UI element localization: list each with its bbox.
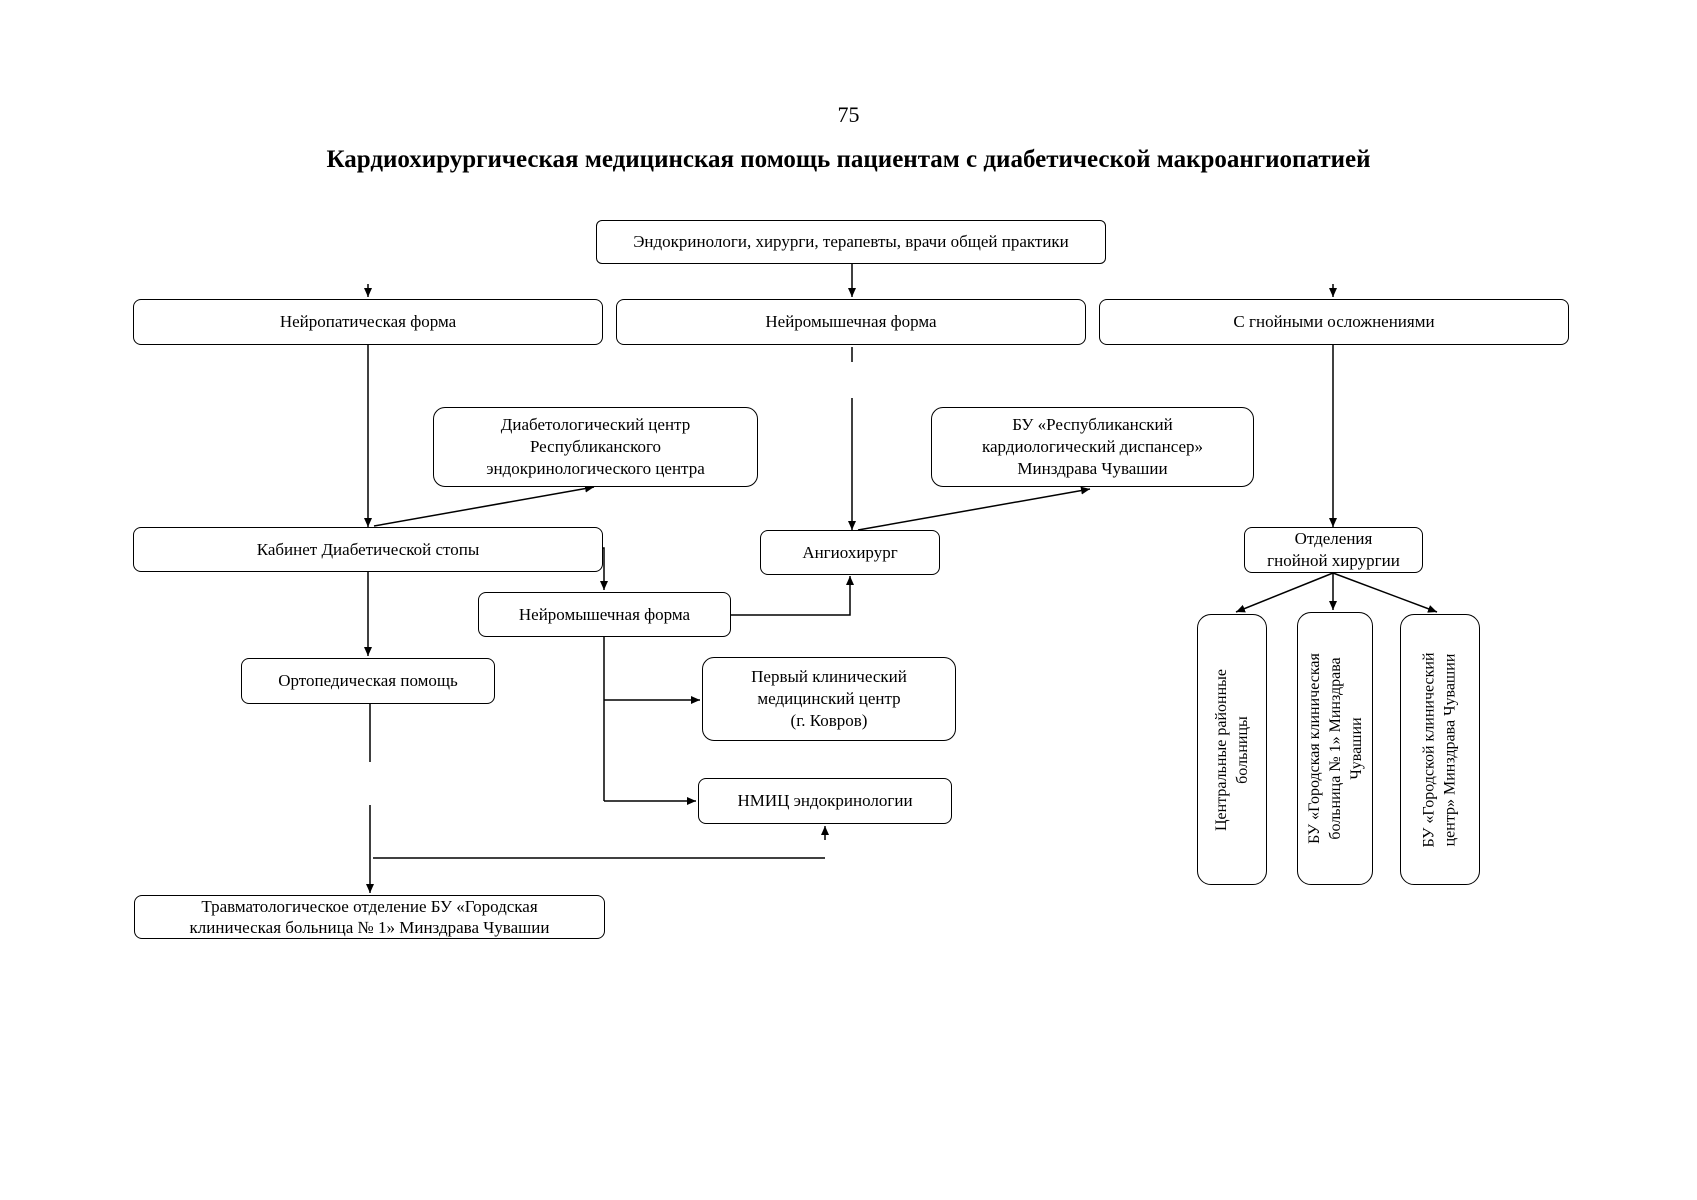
node-neuropathic: Нейропатическая форма	[133, 299, 603, 345]
node-top-specialists: Эндокринологи, хирурги, терапевты, врачи…	[596, 220, 1106, 264]
line: эндокринологического центра	[486, 459, 705, 478]
page-title: Кардиохирургическая медицинская помощь п…	[326, 146, 1371, 173]
arrow-foot-to-diabetology	[373, 484, 595, 527]
line: больница № 1» Минздрава	[1326, 657, 1344, 840]
node-neuromuscular-mid: Нейромышечная форма	[478, 592, 731, 637]
node-top-specialists-label: Эндокринологи, хирурги, терапевты, врачи…	[633, 232, 1069, 251]
arrow-surgery-to-district	[1235, 572, 1334, 613]
line: Травматологическое отделение БУ «Городск…	[201, 897, 538, 916]
node-neuromuscular-top: Нейромышечная форма	[616, 299, 1086, 345]
arrow-angio-to-cardio	[857, 486, 1091, 531]
node-orthopedic-label: Ортопедическая помощь	[278, 671, 458, 690]
node-neuropathic-label: Нейропатическая форма	[279, 312, 457, 331]
line: Первый клинический	[751, 667, 907, 686]
line: медицинский центр	[757, 689, 901, 708]
node-angiosurgeon: Ангиохирург	[760, 530, 940, 575]
node-diabetic-foot: Кабинет Диабетической стопы	[133, 527, 603, 572]
arrow-neuromuscular-to-angio-mid	[731, 576, 854, 616]
page-number: 75	[837, 102, 860, 127]
line: гнойной хирургии	[1267, 551, 1400, 570]
node-nmic: НМИЦ эндокринологии	[698, 778, 952, 824]
node-nmic-label: НМИЦ эндокринологии	[737, 791, 913, 810]
line: БУ «Городской клинический	[1421, 651, 1438, 848]
line: БУ «Республиканский	[1012, 415, 1173, 434]
line: центр» Минздрава Чувашии	[1442, 653, 1459, 846]
arrow-surgery-to-center	[1332, 572, 1438, 613]
node-cardio-dispensary: БУ «Республиканский кардиологический дис…	[931, 407, 1254, 487]
line: БУ «Городская клиническая	[1305, 653, 1323, 844]
line: (г. Ковров)	[790, 711, 868, 730]
node-district-hospitals: Центральные районные больницы	[1197, 614, 1267, 885]
line: Республиканского	[529, 437, 662, 456]
line: Минздрава Чувашии	[1017, 459, 1168, 478]
line: Отделения	[1294, 529, 1373, 548]
node-city-clinical-center: БУ «Городской клинический центр» Минздра…	[1400, 614, 1480, 885]
node-angiosurgeon-label: Ангиохирург	[802, 542, 898, 562]
node-diabetology-center: Диабетологический центр Республиканского…	[433, 407, 758, 487]
line: Центральные районные	[1213, 668, 1231, 831]
node-orthopedic: Ортопедическая помощь	[241, 658, 495, 704]
node-purulent-label: С гнойными осложнениями	[1233, 312, 1435, 331]
node-city-hospital-1: БУ «Городская клиническая больница № 1» …	[1297, 612, 1373, 885]
line: больницы	[1234, 715, 1252, 784]
line: Чувашии	[1347, 717, 1365, 780]
node-neuromuscular-mid-label: Нейромышечная форма	[518, 604, 691, 624]
line: Диабетологический центр	[500, 415, 691, 434]
node-neuromuscular-top-label: Нейромышечная форма	[765, 312, 937, 331]
line: клиническая больница № 1» Минздрава Чува…	[189, 918, 550, 937]
node-purulent-surgery: Отделения гнойной хирургии	[1244, 527, 1423, 573]
line: кардиологический диспансер»	[982, 437, 1203, 456]
node-diabetic-foot-label: Кабинет Диабетической стопы	[256, 539, 480, 559]
node-first-clinic: Первый клинический медицинский центр (г.…	[702, 657, 956, 741]
node-trauma: Травматологическое отделение БУ «Городск…	[134, 895, 605, 939]
node-purulent: С гнойными осложнениями	[1099, 299, 1569, 345]
